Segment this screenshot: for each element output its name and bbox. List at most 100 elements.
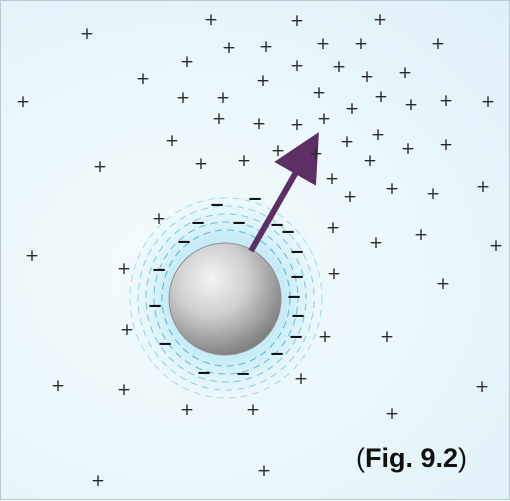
negative-charge-icon: − (151, 260, 166, 281)
negative-charge-icon: − (176, 232, 191, 253)
positive-charge-icon: + (152, 209, 166, 229)
positive-charge-icon: + (16, 92, 30, 112)
positive-charge-icon: + (271, 141, 285, 161)
positive-charge-icon: + (180, 400, 194, 420)
positive-charges: ++++++++++++++++++++++++++++++++++++++++… (16, 10, 503, 491)
positive-charge-icon: + (194, 154, 208, 174)
velocity-arrow-icon (248, 132, 319, 253)
metal-sphere-icon (168, 242, 282, 356)
positive-charge-icon: + (431, 34, 445, 54)
positive-charge-icon: + (369, 233, 383, 253)
positive-charge-icon: + (120, 320, 134, 340)
field-line (161, 229, 291, 367)
positive-charge-icon: + (237, 151, 251, 171)
positive-charge-icon: + (327, 264, 341, 284)
field-line (137, 205, 315, 391)
positive-charge-icon: + (398, 63, 412, 83)
positive-charge-icon: + (475, 377, 489, 397)
positive-charge-icon: + (80, 24, 94, 44)
negative-charge-icon: − (209, 195, 224, 216)
positive-charge-icon: + (312, 83, 326, 103)
negative-charge-icon: − (269, 344, 284, 365)
positive-charge-icon: + (325, 169, 339, 189)
negative-charges: −−−−−−−−−−−−−−−−−− (147, 189, 305, 385)
positive-charge-icon: + (340, 132, 354, 152)
negative-charge-icon: − (289, 267, 304, 288)
field-lines (129, 197, 323, 399)
positive-charge-icon: + (489, 236, 503, 256)
positive-charge-icon: + (51, 376, 65, 396)
positive-charge-icon: + (117, 380, 131, 400)
positive-charge-icon: + (136, 69, 150, 89)
caption-close-paren: ) (458, 443, 468, 473)
negative-charge-icon: − (290, 306, 305, 327)
positive-charge-icon: + (216, 88, 230, 108)
positive-charge-icon: + (481, 92, 495, 112)
negative-charge-icon: − (231, 213, 246, 234)
negative-charge-icon: − (190, 213, 205, 234)
negative-charge-icon: − (286, 287, 301, 308)
positive-charge-icon: + (404, 95, 418, 115)
positive-charge-icon: + (371, 125, 385, 145)
positive-charge-icon: + (290, 11, 304, 31)
positive-charge-icon: + (385, 404, 399, 424)
positive-charge-icon: + (401, 139, 415, 159)
positive-charge-icon: + (414, 225, 428, 245)
positive-charge-icon: + (259, 37, 273, 57)
figure-caption: (Fig. 9.2) (356, 443, 467, 474)
positive-charge-icon: + (385, 179, 399, 199)
positive-charge-icon: + (345, 99, 359, 119)
positive-charge-icon: + (256, 71, 270, 91)
positive-charge-icon: + (317, 109, 331, 129)
positive-charge-icon: + (246, 400, 260, 420)
caption-label: Fig. 9.2 (365, 443, 459, 473)
positive-charge-icon: + (363, 151, 377, 171)
positive-charge-icon: + (354, 34, 368, 54)
positive-charge-icon: + (436, 274, 450, 294)
negative-charge-icon: − (235, 364, 250, 385)
negative-charge-icon: − (289, 242, 304, 263)
positive-charge-icon: + (343, 187, 357, 207)
positive-charge-icon: + (290, 56, 304, 76)
positive-charge-icon: + (326, 218, 340, 238)
positive-charge-icon: + (316, 34, 330, 54)
positive-charge-icon: + (476, 177, 490, 197)
positive-charge-icon: + (257, 461, 271, 481)
positive-charge-icon: + (93, 157, 107, 177)
positive-charge-icon: + (360, 67, 374, 87)
negative-charge-icon: − (157, 334, 172, 355)
positive-charge-icon: + (332, 57, 346, 77)
positive-charge-icon: + (309, 144, 323, 164)
positive-charge-icon: + (117, 259, 131, 279)
field-line (129, 197, 323, 399)
negative-charge-icon: − (269, 215, 284, 236)
negative-charge-icon: − (247, 189, 262, 210)
caption-open-paren: ( (356, 443, 365, 473)
positive-charge-icon: + (294, 369, 308, 389)
positive-charge-icon: + (290, 115, 304, 135)
positive-charge-icon: + (176, 88, 190, 108)
positive-charge-icon: + (373, 10, 387, 30)
positive-charge-icon: + (426, 184, 440, 204)
positive-charge-icon: + (252, 114, 266, 134)
positive-charge-icon: + (91, 471, 105, 491)
positive-charge-icon: + (439, 135, 453, 155)
positive-charge-icon: + (439, 91, 453, 111)
positive-charge-icon: + (380, 327, 394, 347)
positive-charge-icon: + (204, 10, 218, 30)
positive-charge-icon: + (212, 109, 226, 129)
positive-charge-icon: + (25, 246, 39, 266)
positive-charge-icon: + (318, 327, 332, 347)
negative-charge-icon: − (288, 327, 303, 348)
negative-charge-icon: − (147, 296, 162, 317)
positive-charge-icon: + (165, 131, 179, 151)
positive-charge-icon: + (374, 87, 388, 107)
field-line (153, 221, 299, 375)
field-line (145, 213, 307, 383)
positive-charge-icon: + (180, 52, 194, 72)
positive-charge-icon: + (222, 38, 236, 58)
negative-charge-icon: − (280, 222, 295, 243)
negative-charge-icon: − (196, 363, 211, 384)
